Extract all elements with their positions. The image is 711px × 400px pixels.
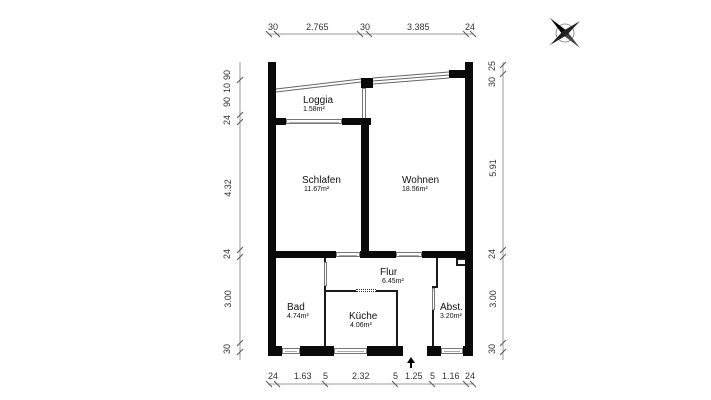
entrance-door — [403, 346, 427, 356]
dim-top-4: 24 — [465, 22, 476, 32]
dim-bottom-3: 2.32 — [352, 371, 370, 381]
wall-top-right-block — [449, 70, 467, 78]
room-loggia-name: Loggia — [303, 95, 334, 106]
dim-bottom-4: 5 — [393, 371, 399, 381]
room-wohnen-area: 18.56m² — [402, 186, 428, 193]
door-abst — [432, 288, 435, 310]
room-flur-name: Flur — [380, 267, 398, 278]
wall-middle-1 — [276, 251, 336, 258]
dim-top-2: 30 — [360, 22, 371, 32]
room-kueche-area: 4.06m² — [350, 322, 372, 329]
door-bad — [324, 262, 327, 286]
wall-bottom-2 — [300, 346, 334, 356]
wall-bottom-5 — [463, 346, 473, 356]
wall-pillar — [361, 78, 373, 88]
dim-bottom-2: 5 — [323, 371, 329, 381]
room-loggia-area: 1.58m² — [303, 106, 325, 113]
dim-bottom-8: 24 — [465, 371, 476, 381]
wall-bad-kueche — [324, 286, 326, 350]
room-bad-name: Bad — [287, 302, 305, 313]
wall-abst-jog — [432, 286, 438, 288]
dim-bottom-7: 1.16 — [442, 371, 460, 381]
shaft-top — [458, 258, 465, 260]
room-bad-area: 4.74m² — [287, 313, 309, 320]
window-abst — [441, 348, 463, 354]
wall-schlafen-top-left — [276, 118, 286, 125]
room-abst-area: 3.20m² — [440, 313, 462, 320]
shaft-left — [456, 258, 458, 266]
wall-schlafen-top-right — [342, 118, 371, 125]
wall-abst-top — [436, 258, 438, 286]
door-wohnen — [396, 252, 422, 257]
wall-bottom-3 — [367, 346, 403, 356]
wall-bad-flur-top — [324, 258, 326, 262]
room-wohnen-name: Wohnen — [402, 175, 440, 186]
room-abst-name: Abst. — [440, 302, 463, 313]
wall-left-outer — [268, 62, 276, 356]
dim-bottom-1: 1.63 — [294, 371, 312, 381]
wall-bottom-4 — [427, 346, 441, 356]
door-schlafen — [336, 252, 360, 257]
wall-middle-3 — [422, 251, 465, 258]
shaft-bottom — [456, 264, 465, 266]
wall-kueche-right — [396, 290, 398, 350]
wall-bottom-1 — [268, 346, 282, 356]
room-kueche-name: Küche — [349, 311, 378, 322]
wall-schlafen-wohnen — [361, 121, 369, 258]
wall-kueche-top-1 — [324, 290, 356, 292]
dim-bottom-5: 1.25 — [405, 371, 423, 381]
dim-top-3: 3.385 — [407, 22, 430, 32]
wall-kueche-top-2 — [376, 290, 398, 292]
room-schlafen-area: 11.67m² — [304, 186, 330, 193]
dim-bottom-0: 24 — [268, 371, 279, 381]
dim-top-0: 30 — [268, 22, 279, 32]
door-kueche-sliding — [356, 289, 376, 292]
wall-abst-left — [432, 310, 434, 350]
dim-bottom-6: 5 — [430, 371, 436, 381]
window-kueche — [334, 348, 367, 354]
wall-right-outer — [465, 62, 473, 356]
dim-top-1: 2.765 — [306, 22, 329, 32]
window-schlafen-loggia — [286, 119, 342, 124]
room-schlafen-name: Schlafen — [302, 175, 341, 186]
wall-middle-2 — [360, 251, 396, 258]
room-flur-area: 6.45m² — [382, 278, 404, 285]
window-bad — [282, 348, 300, 354]
